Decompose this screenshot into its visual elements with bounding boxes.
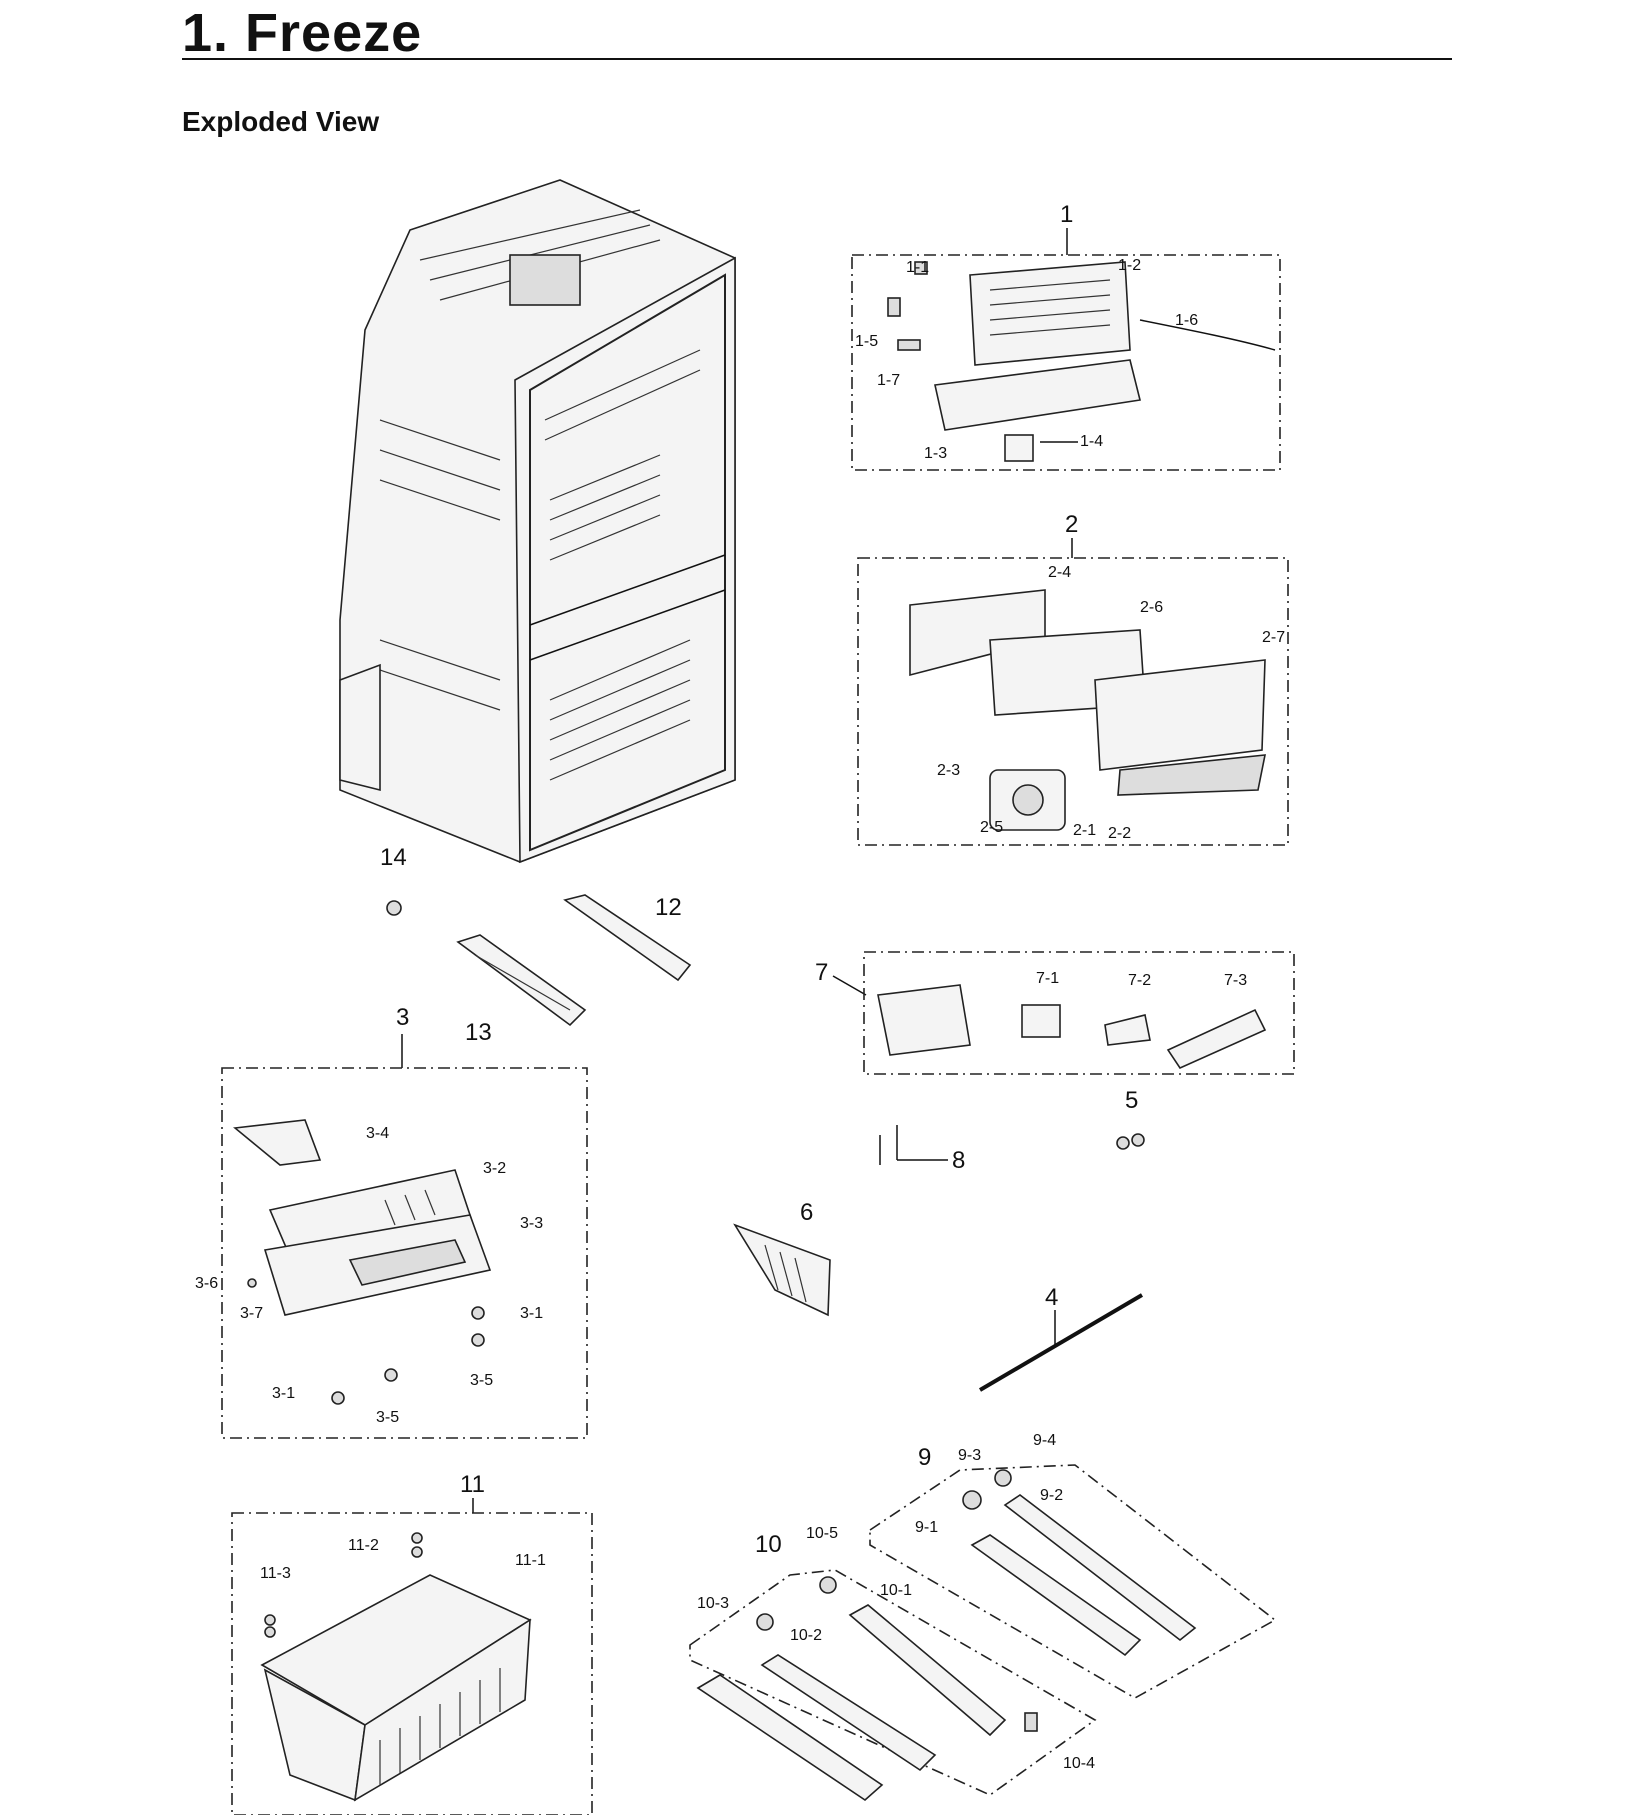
callout-4: 4 (1045, 1284, 1058, 1311)
page-title: 1. Freeze (182, 3, 423, 63)
callout-1-1: 1-1 (906, 259, 929, 276)
callout-7-2: 7-2 (1128, 972, 1151, 989)
callout-9-2: 9-2 (1040, 1487, 1063, 1504)
callout-1: 1 (1060, 201, 1073, 228)
group-11-freezer-basket: 11 11-1 11-2 11-3 (231, 1471, 593, 1815)
callout-13: 13 (465, 1019, 492, 1046)
callout-10-3: 10-3 (697, 1595, 729, 1612)
callout-10-1: 10-1 (880, 1582, 912, 1599)
callout-11-1: 11-1 (515, 1552, 546, 1569)
callout-2-2: 2-2 (1108, 825, 1131, 842)
callout-2-5: 2-5 (980, 819, 1003, 836)
callout-9-1: 9-1 (915, 1519, 938, 1536)
callout-7: 7 (815, 959, 828, 986)
callout-2-3: 2-3 (937, 762, 960, 779)
callout-1-4: 1-4 (1080, 433, 1103, 450)
group-3-freezer-drawer: 3 3-1 3-1 3-2 3-3 3-4 3-5 3-5 3-6 3-7 (195, 1004, 588, 1439)
callout-12: 12 (655, 894, 682, 921)
callout-11-2: 11-2 (348, 1537, 379, 1554)
callout-1-7: 1-7 (877, 372, 900, 389)
callout-3-4: 3-4 (366, 1125, 389, 1142)
callout-11: 11 (460, 1471, 485, 1498)
callout-2-7: 2-7 (1262, 629, 1285, 646)
group-10-rail-left: 10 10-1 10-2 10-3 10-4 10-5 (689, 1525, 1097, 1802)
callout-10: 10 (755, 1531, 782, 1558)
callout-5: 5 (1125, 1087, 1138, 1114)
callout-3-1a: 3-1 (272, 1385, 295, 1402)
rails-and-screw: 14 12 13 (380, 844, 692, 1046)
callout-10-2: 10-2 (790, 1627, 822, 1644)
callout-2-6: 2-6 (1140, 599, 1163, 616)
callout-9-3: 9-3 (958, 1447, 981, 1464)
callout-1-2: 1-2 (1118, 257, 1141, 274)
cabinet-illustration (339, 179, 736, 864)
group-7-ice-maker: 7 7-1 7-2 7-3 (815, 951, 1295, 1075)
callout-3: 3 (396, 1004, 409, 1031)
callout-2-4: 2-4 (1048, 564, 1071, 581)
callout-3-1b: 3-1 (520, 1305, 543, 1322)
callout-1-6: 1-6 (1175, 312, 1198, 329)
callout-3-2: 3-2 (483, 1160, 506, 1177)
callout-9-4: 9-4 (1033, 1432, 1056, 1449)
callout-1-3: 1-3 (924, 445, 947, 462)
callout-6: 6 (800, 1199, 813, 1226)
group-9-rail-right: 9 9-1 9-2 9-3 9-4 (869, 1432, 1277, 1699)
title-divider (182, 58, 1452, 60)
callout-3-6: 3-6 (195, 1275, 218, 1292)
misc-parts: 5 8 6 4 (733, 1087, 1145, 1392)
callout-9: 9 (918, 1444, 931, 1471)
callout-3-5b: 3-5 (376, 1409, 399, 1426)
callout-8: 8 (952, 1147, 965, 1174)
callout-10-5: 10-5 (806, 1525, 838, 1542)
callout-2: 2 (1065, 511, 1078, 538)
callout-7-1: 7-1 (1036, 970, 1059, 987)
callout-7-3: 7-3 (1224, 972, 1247, 989)
callout-3-7: 3-7 (240, 1305, 263, 1322)
group-1-evaporator: 1 1-1 1-2 1-3 1-4 1-5 1-6 1-7 (851, 201, 1281, 471)
callout-2-1: 2-1 (1073, 822, 1096, 839)
group-2-duct-assembly: 2 2-1 2-2 2-3 2-4 2-5 2-6 2-7 (857, 511, 1289, 846)
callout-3-3: 3-3 (520, 1215, 543, 1232)
callout-1-5: 1-5 (855, 333, 878, 350)
callout-11-3: 11-3 (260, 1565, 291, 1582)
callout-14: 14 (380, 844, 407, 871)
section-subtitle: Exploded View (182, 106, 380, 137)
callout-3-5a: 3-5 (470, 1372, 493, 1389)
callout-10-4: 10-4 (1063, 1755, 1095, 1772)
